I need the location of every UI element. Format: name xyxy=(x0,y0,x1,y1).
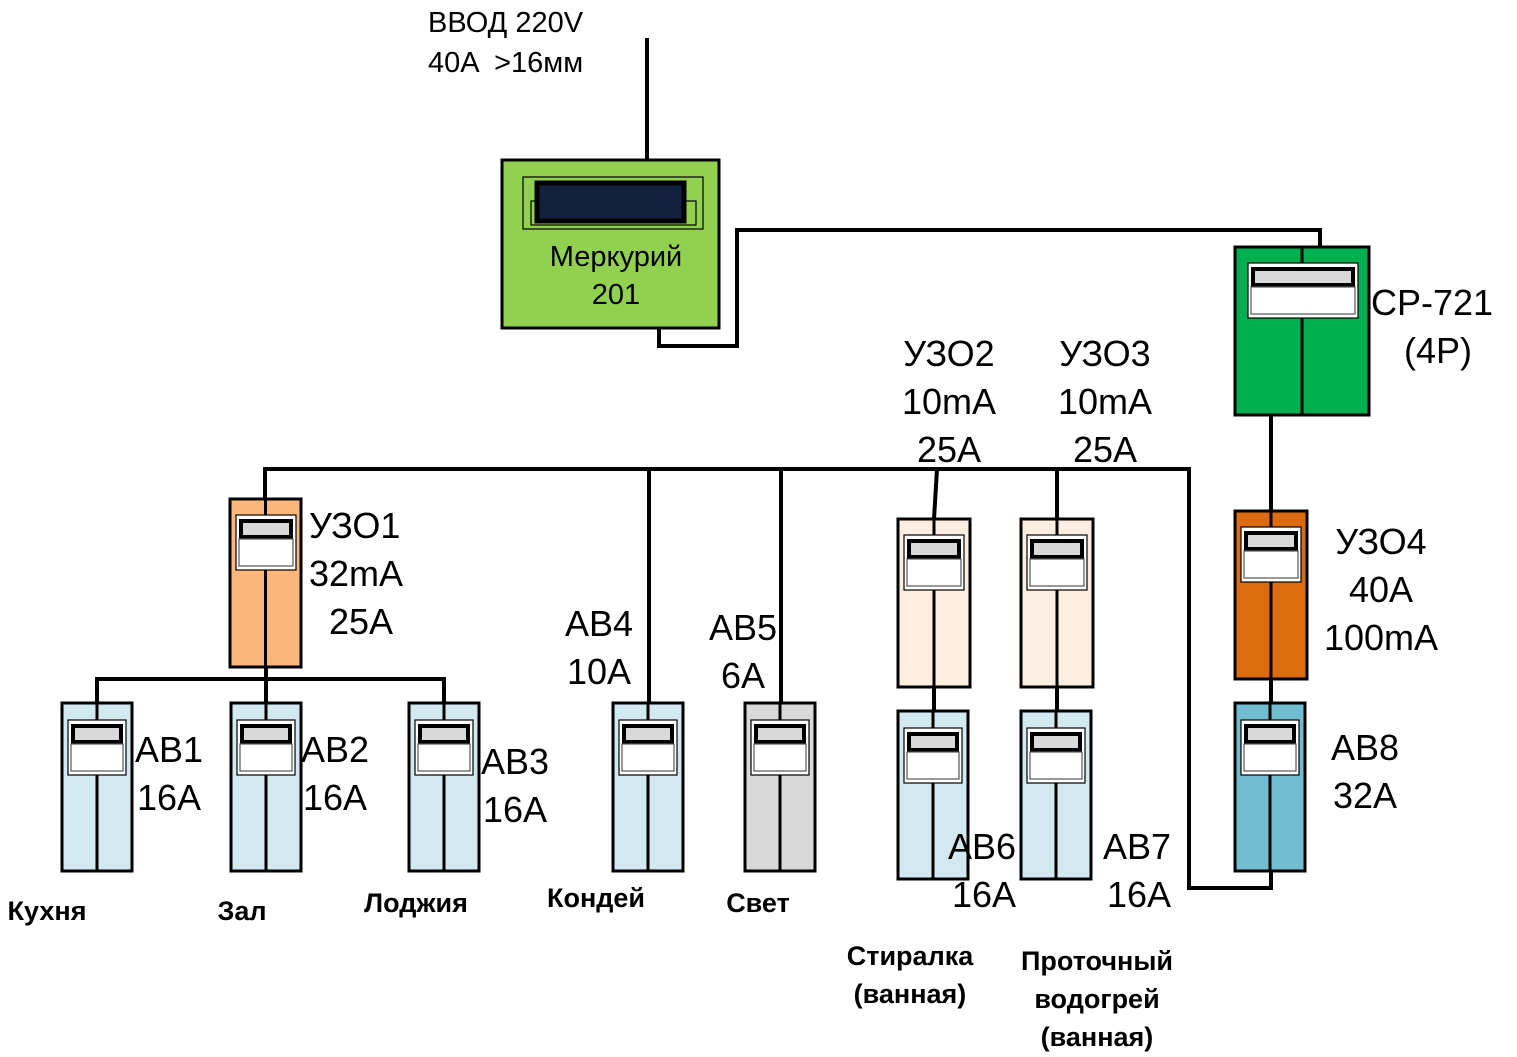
breaker-ab2-toggle-label xyxy=(239,743,293,772)
rcd1 xyxy=(228,497,303,669)
meter: Меркурий 201 xyxy=(500,158,721,330)
main-switch-toggle-lever xyxy=(1251,267,1355,287)
load-aircon: Кондей xyxy=(547,883,645,913)
ab1-id: AB1 xyxy=(135,729,203,770)
rcd2-sens: 10mA xyxy=(902,381,996,422)
breaker-ab6-toggle-label xyxy=(906,751,960,780)
devices xyxy=(60,245,1371,881)
rcd3-toggle-lever xyxy=(1030,539,1084,559)
rcd4-toggle-label xyxy=(1243,550,1299,579)
rcd3-toggle-label xyxy=(1029,558,1085,587)
meter-name: Меркурий xyxy=(550,241,682,273)
breaker-ab1-toggle-lever xyxy=(71,724,123,744)
ab7-rating: 16A xyxy=(1107,874,1171,915)
breaker-ab5 xyxy=(743,701,817,873)
main-switch-poles: (4P) xyxy=(1404,330,1472,371)
ab6-id: AB6 xyxy=(948,826,1016,867)
breaker-ab8 xyxy=(1233,701,1307,873)
meter-to-main-wire xyxy=(657,228,1322,348)
main-switch xyxy=(1233,245,1371,417)
ab4-id: AB4 xyxy=(565,603,633,644)
load-loggia: Лоджия xyxy=(364,888,468,918)
rcd4-id: УЗО4 xyxy=(1335,521,1426,562)
breaker-ab3-toggle-lever xyxy=(418,724,470,744)
breaker-ab4 xyxy=(611,701,685,873)
breaker-ab3 xyxy=(407,701,481,873)
breaker-ab7-toggle-label xyxy=(1029,751,1083,780)
load-kitchen: Кухня xyxy=(8,896,87,926)
main-switch-label: CP-721 xyxy=(1371,282,1493,323)
rcd2-toggle-lever xyxy=(907,539,961,559)
ab4-rating: 10A xyxy=(567,651,631,692)
rcd1-toggle-lever xyxy=(239,519,293,539)
meter-display xyxy=(534,180,687,224)
rcd3-rating: 25A xyxy=(1073,429,1137,470)
ab2-rating: 16A xyxy=(303,777,367,818)
rcd4-toggle-lever xyxy=(1244,531,1298,551)
rcd4-sens: 100mA xyxy=(1324,617,1438,658)
load-hall: Зал xyxy=(217,896,266,926)
input-label-1: ВВОД 220V xyxy=(428,7,584,39)
rcd1-rating: 25A xyxy=(329,601,393,642)
breaker-ab2 xyxy=(229,701,303,873)
ab7-id: AB7 xyxy=(1103,826,1171,867)
input-label-2: 40A >16мм xyxy=(428,47,583,79)
rcd2 xyxy=(896,517,972,689)
breaker-ab7 xyxy=(1019,709,1093,881)
load-washer-2: (ванная) xyxy=(854,979,967,1009)
breaker-ab3-toggle-label xyxy=(417,743,471,772)
rcd3-sens: 10mA xyxy=(1058,381,1152,422)
ab5-id: AB5 xyxy=(709,607,777,648)
load-washer-1: Стиралка xyxy=(847,941,974,971)
breaker-ab5-toggle-lever xyxy=(754,724,806,744)
rcd1-toggle-label xyxy=(238,538,294,567)
breaker-ab1-toggle-label xyxy=(70,743,124,772)
meter-model: 201 xyxy=(592,279,640,311)
ab6-rating: 16A xyxy=(952,874,1016,915)
rcd4 xyxy=(1233,509,1309,681)
rcd2-rating: 25A xyxy=(917,429,981,470)
ab3-id: AB3 xyxy=(481,741,549,782)
rcd1-id: УЗО1 xyxy=(309,505,400,546)
labels: ВВОД 220V 40A >16мм CP-721 (4P) УЗО1 32m… xyxy=(8,7,1494,1052)
wires xyxy=(95,38,1322,890)
ab5-rating: 6A xyxy=(721,655,765,696)
breaker-ab5-toggle-label xyxy=(753,743,807,772)
breaker-ab8-toggle-lever xyxy=(1244,724,1296,744)
bus-wire xyxy=(263,467,1273,890)
rcd2-feed-wire xyxy=(932,468,939,520)
load-light: Свет xyxy=(726,888,790,918)
ab8-rating: 32A xyxy=(1333,775,1397,816)
rcd4-rating: 40A xyxy=(1349,569,1413,610)
breaker-ab2-toggle-lever xyxy=(240,724,292,744)
breaker-ab6 xyxy=(896,709,970,881)
rcd2-toggle-label xyxy=(906,558,962,587)
rcd1-sens: 32mA xyxy=(309,553,403,594)
load-heater-3: (ванная) xyxy=(1041,1022,1154,1052)
ab8-id: AB8 xyxy=(1331,727,1399,768)
breaker-ab4-toggle-lever xyxy=(622,724,674,744)
ab2-id: AB2 xyxy=(301,729,369,770)
rcd1-branch-wire xyxy=(95,677,446,703)
ab3-rating: 16A xyxy=(483,789,547,830)
rcd2-id: УЗО2 xyxy=(903,333,994,374)
load-heater-2: водогрей xyxy=(1034,984,1159,1014)
ab1-rating: 16A xyxy=(137,777,201,818)
breaker-ab7-toggle-lever xyxy=(1030,732,1082,752)
rcd3 xyxy=(1019,517,1095,689)
breaker-ab6-toggle-lever xyxy=(907,732,959,752)
breaker-ab4-toggle-label xyxy=(621,743,675,772)
breaker-ab1 xyxy=(60,701,134,873)
rcd3-id: УЗО3 xyxy=(1059,333,1150,374)
breaker-ab8-toggle-label xyxy=(1243,743,1297,772)
load-heater-1: Проточный xyxy=(1021,946,1173,976)
main-switch-toggle-label xyxy=(1250,286,1356,315)
